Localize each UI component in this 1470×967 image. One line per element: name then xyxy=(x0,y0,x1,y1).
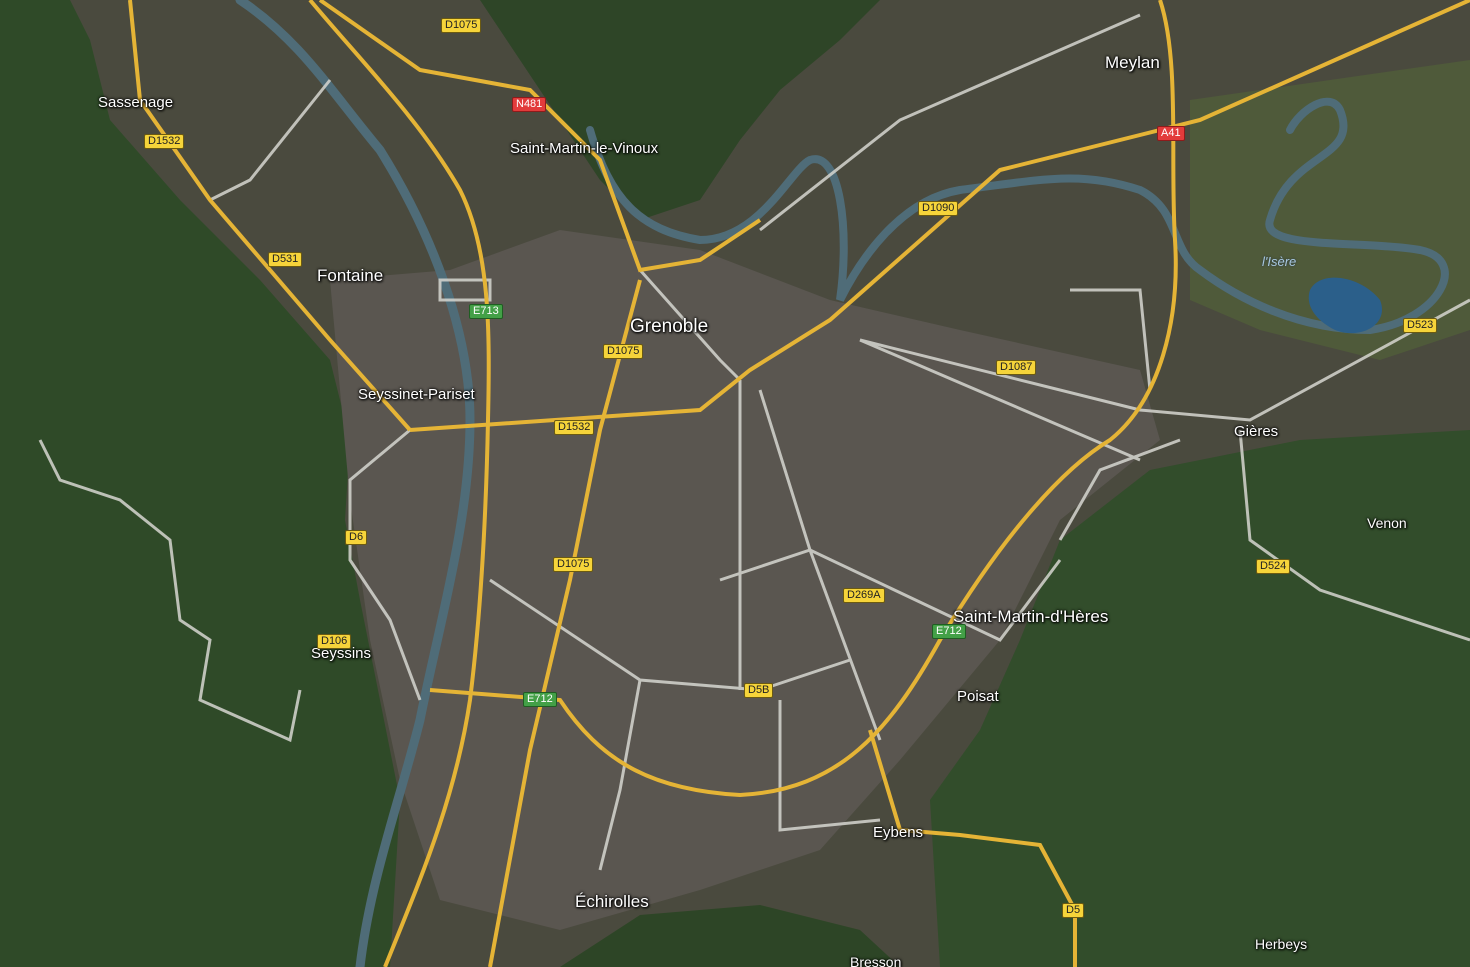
road-shield-d5b: D5B xyxy=(744,683,774,698)
minor-roads xyxy=(38,13,1470,871)
road-shield-d1532-center: D1532 xyxy=(554,420,595,435)
forest-west xyxy=(0,0,400,967)
road-shield-d1075: D1075 xyxy=(441,18,482,33)
road-shield-d1090: D1090 xyxy=(918,201,959,216)
road-shield-e712-south: E712 xyxy=(523,692,557,707)
road-shield-d5: D5 xyxy=(1062,903,1085,918)
forest-southeast xyxy=(930,430,1470,967)
place-bresson[interactable]: Bresson xyxy=(850,954,902,967)
place-grenoble[interactable]: Grenoble xyxy=(630,316,709,337)
river-isere-east xyxy=(586,97,1449,335)
road-shield-d523: D523 xyxy=(1403,318,1438,333)
major-roads xyxy=(128,0,1470,967)
urban-area xyxy=(330,230,1160,930)
road-shield-d1532: D1532 xyxy=(144,134,185,149)
road-shield-d269a: D269A xyxy=(843,588,885,603)
forest-north xyxy=(480,0,880,220)
water-label-isere: l'Isère xyxy=(1262,254,1297,269)
place-saint-martin-dheres[interactable]: Saint-Martin-d'Hères xyxy=(953,607,1109,626)
place-herbeys[interactable]: Herbeys xyxy=(1255,936,1308,952)
river-isere xyxy=(235,0,475,967)
place-saint-martin-le-vinoux[interactable]: Saint-Martin-le-Vinoux xyxy=(510,140,659,157)
lake xyxy=(1308,277,1382,334)
place-eybens[interactable]: Eybens xyxy=(873,824,924,841)
road-shield-e712-east: E712 xyxy=(932,624,966,639)
place-meylan[interactable]: Meylan xyxy=(1105,53,1160,72)
place-seyssinet-pariset[interactable]: Seyssinet-Pariset xyxy=(358,386,475,403)
road-shield-d531: D531 xyxy=(268,252,303,267)
road-shield-d106: D106 xyxy=(317,634,352,649)
place-fontaine[interactable]: Fontaine xyxy=(317,266,384,285)
road-shield-e713: E713 xyxy=(469,304,503,319)
place-echirolles[interactable]: Échirolles xyxy=(575,892,649,911)
road-shield-d524: D524 xyxy=(1256,559,1291,574)
road-shield-d6: D6 xyxy=(345,530,368,545)
road-shield-a41: A41 xyxy=(1157,126,1185,141)
road-shield-d1087: D1087 xyxy=(996,360,1037,375)
place-venon[interactable]: Venon xyxy=(1367,515,1407,531)
place-poisat[interactable]: Poisat xyxy=(957,688,999,705)
farmland-northeast xyxy=(1190,60,1470,360)
road-shield-n481: N481 xyxy=(512,97,547,112)
place-seyssins[interactable]: Seyssins xyxy=(311,645,372,662)
road-shield-d1075-mid: D1075 xyxy=(603,344,644,359)
place-gieres[interactable]: Gières xyxy=(1234,423,1279,440)
place-sassenage[interactable]: Sassenage xyxy=(98,94,174,111)
road-shield-d1075-south: D1075 xyxy=(553,557,594,572)
forest-south xyxy=(560,905,900,967)
